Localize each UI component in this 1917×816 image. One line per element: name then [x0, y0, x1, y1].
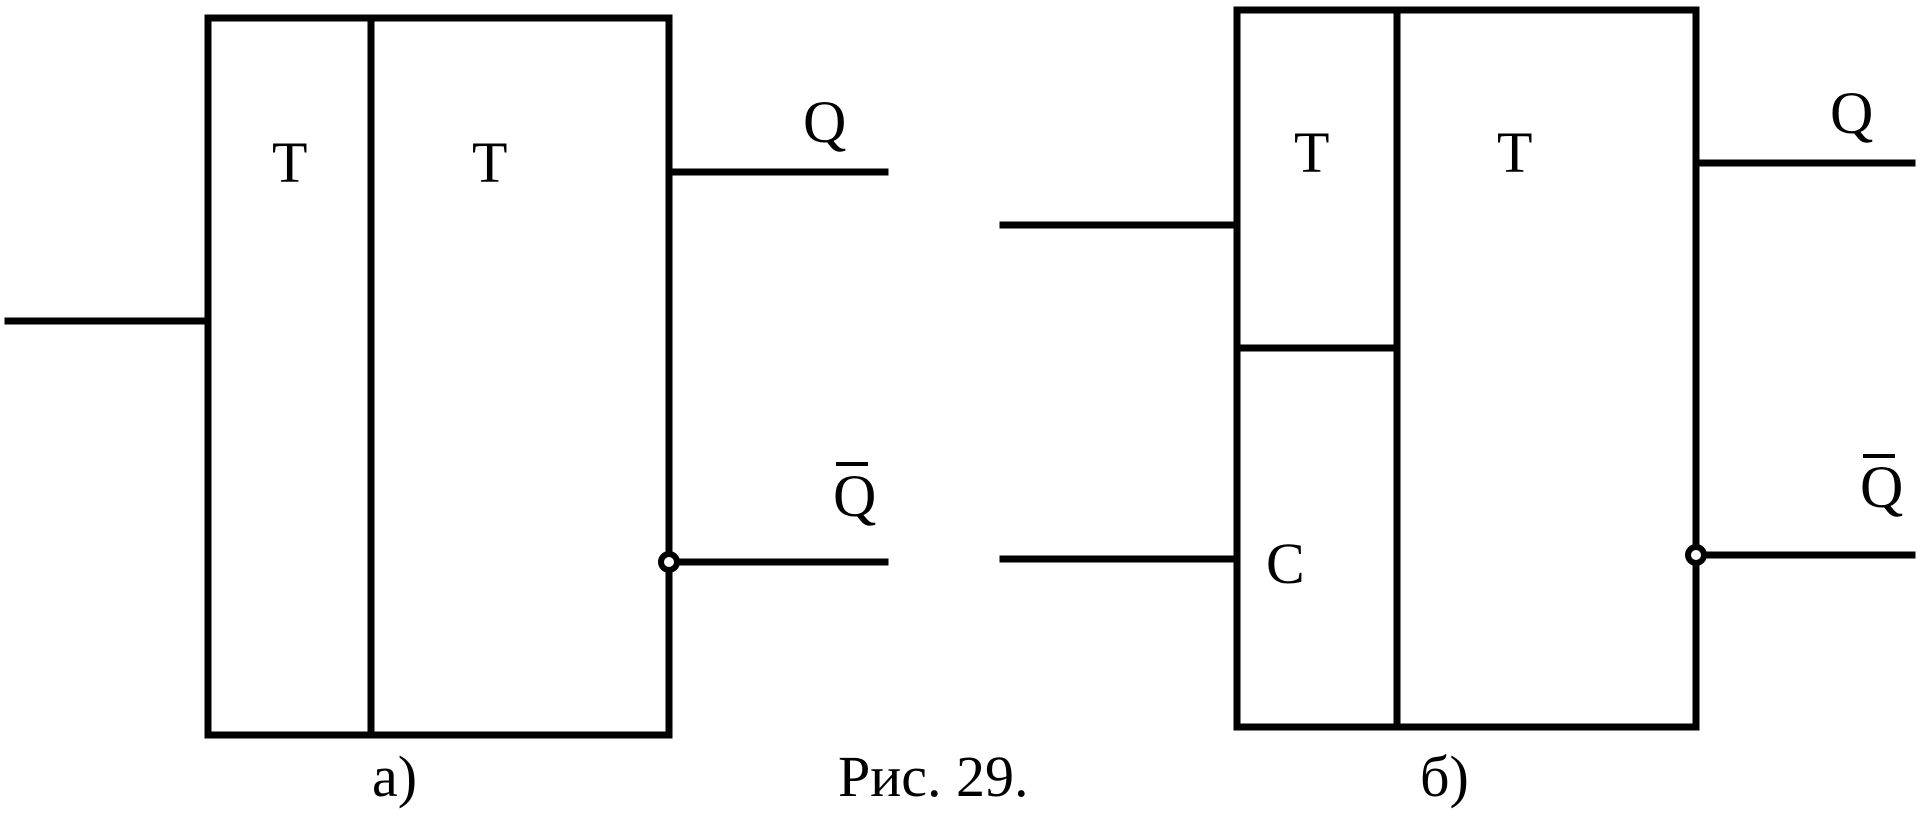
diagram-a-q-label: Q — [803, 89, 846, 155]
diagram-b-qbar-label: Q — [1860, 454, 1903, 520]
diagram-a-label: а) — [372, 744, 417, 809]
diagram-b-label: б) — [1420, 744, 1469, 809]
diagram-b-outer-box — [1233, 6, 1700, 731]
diagram-b-inversion-bubble — [1685, 544, 1707, 566]
diagram-a-left-section-label: T — [272, 130, 307, 195]
figure-caption: Рис. 29. — [838, 744, 1029, 809]
diagram-b-bottom-left-section-label: C — [1266, 531, 1305, 596]
diagram-b: T C T Q Q б) — [999, 6, 1916, 809]
diagram-b-right-section-label: T — [1497, 120, 1532, 185]
diagram-b-q-label: Q — [1830, 80, 1873, 146]
diagram-b-top-left-section-label: T — [1294, 120, 1329, 185]
diagram-a-right-section-label: T — [472, 130, 507, 195]
diagram-a: T T Q Q а) — [4, 14, 889, 809]
diagram-a-inversion-bubble — [658, 551, 680, 573]
diagram-a-outer-box — [204, 14, 673, 739]
diagram-a-qbar-label: Q — [833, 463, 876, 529]
